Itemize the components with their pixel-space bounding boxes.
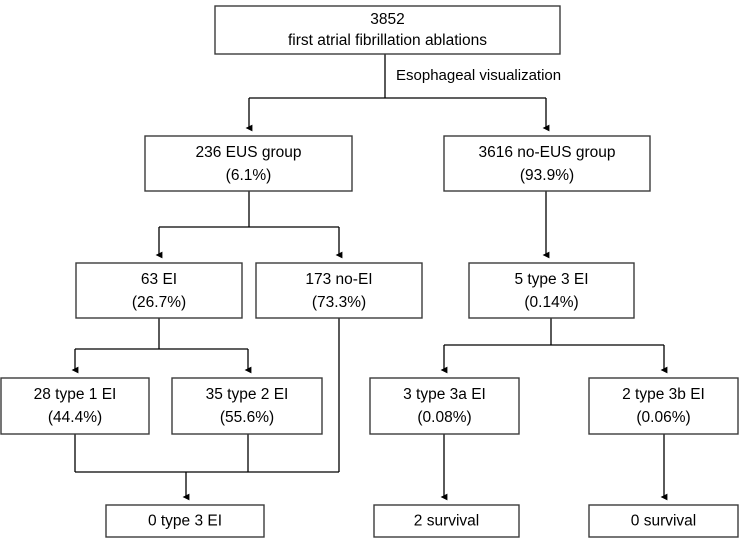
node-type3-ei-noeus-line2: (0.14%) — [524, 294, 578, 311]
node-type2-ei-line1: 35 type 2 EI — [206, 386, 289, 403]
node-type3-ei-noeus: 5 type 3 EI (0.14%) — [468, 262, 635, 319]
node-eus-group-line1: 236 EUS group — [196, 144, 302, 161]
node-type3a-ei-line1: 3 type 3a EI — [403, 386, 486, 403]
node-root-line1: 3852 — [370, 11, 404, 28]
node-type3-outcome-line1: 0 type 3 EI — [148, 513, 222, 530]
node-ei-line2: (26.7%) — [132, 294, 186, 311]
edge-label-esophageal-visualization: Esophageal visualization — [396, 67, 561, 84]
node-eus-group: 236 EUS group (6.1%) — [144, 135, 353, 192]
node-survival-3b-line1: 0 survival — [631, 513, 696, 530]
node-no-ei-line2: (73.3%) — [312, 294, 366, 311]
node-no-eus-group-line1: 3616 no-EUS group — [478, 144, 615, 161]
edge-root-to-split — [245, 54, 550, 132]
node-type3b-ei-line1: 2 type 3b EI — [622, 386, 705, 403]
edge-merge-to-type3-outcome — [74, 318, 340, 501]
node-type2-ei: 35 type 2 EI (55.6%) — [171, 377, 323, 435]
node-type3b-ei: 2 type 3b EI (0.06%) — [588, 377, 739, 435]
edge-ei-to-types — [71, 318, 252, 374]
node-type2-ei-line2: (55.6%) — [220, 409, 274, 426]
node-root: 3852 first atrial fibrillation ablations — [214, 5, 561, 55]
node-no-eus-group: 3616 no-EUS group (93.9%) — [443, 135, 651, 192]
node-type1-ei-line2: (44.4%) — [48, 409, 102, 426]
edge-eus-to-children — [155, 191, 343, 259]
node-type1-ei-line1: 28 type 1 EI — [34, 386, 117, 403]
node-survival-3b: 0 survival — [588, 504, 739, 538]
node-root-line2: first atrial fibrillation ablations — [288, 32, 487, 49]
node-eus-group-line2: (6.1%) — [226, 167, 272, 184]
node-type1-ei: 28 type 1 EI (44.4%) — [0, 377, 150, 435]
node-type3-ei-noeus-line1: 5 type 3 EI — [514, 271, 588, 288]
node-no-ei: 173 no-EI (73.3%) — [255, 262, 423, 319]
node-type3a-ei: 3 type 3a EI (0.08%) — [369, 377, 520, 435]
node-survival-3a-line1: 2 survival — [414, 513, 479, 530]
node-ei: 63 EI (26.7%) — [75, 262, 243, 319]
node-no-eus-group-line2: (93.9%) — [520, 167, 574, 184]
edge-type3-to-subtypes — [440, 318, 668, 374]
node-survival-3a: 2 survival — [373, 504, 520, 538]
node-type3-outcome: 0 type 3 EI — [105, 504, 265, 538]
node-type3b-ei-line2: (0.06%) — [636, 409, 690, 426]
node-type3a-ei-line2: (0.08%) — [417, 409, 471, 426]
node-no-ei-line1: 173 no-EI — [305, 271, 372, 288]
node-ei-line1: 63 EI — [141, 271, 177, 288]
